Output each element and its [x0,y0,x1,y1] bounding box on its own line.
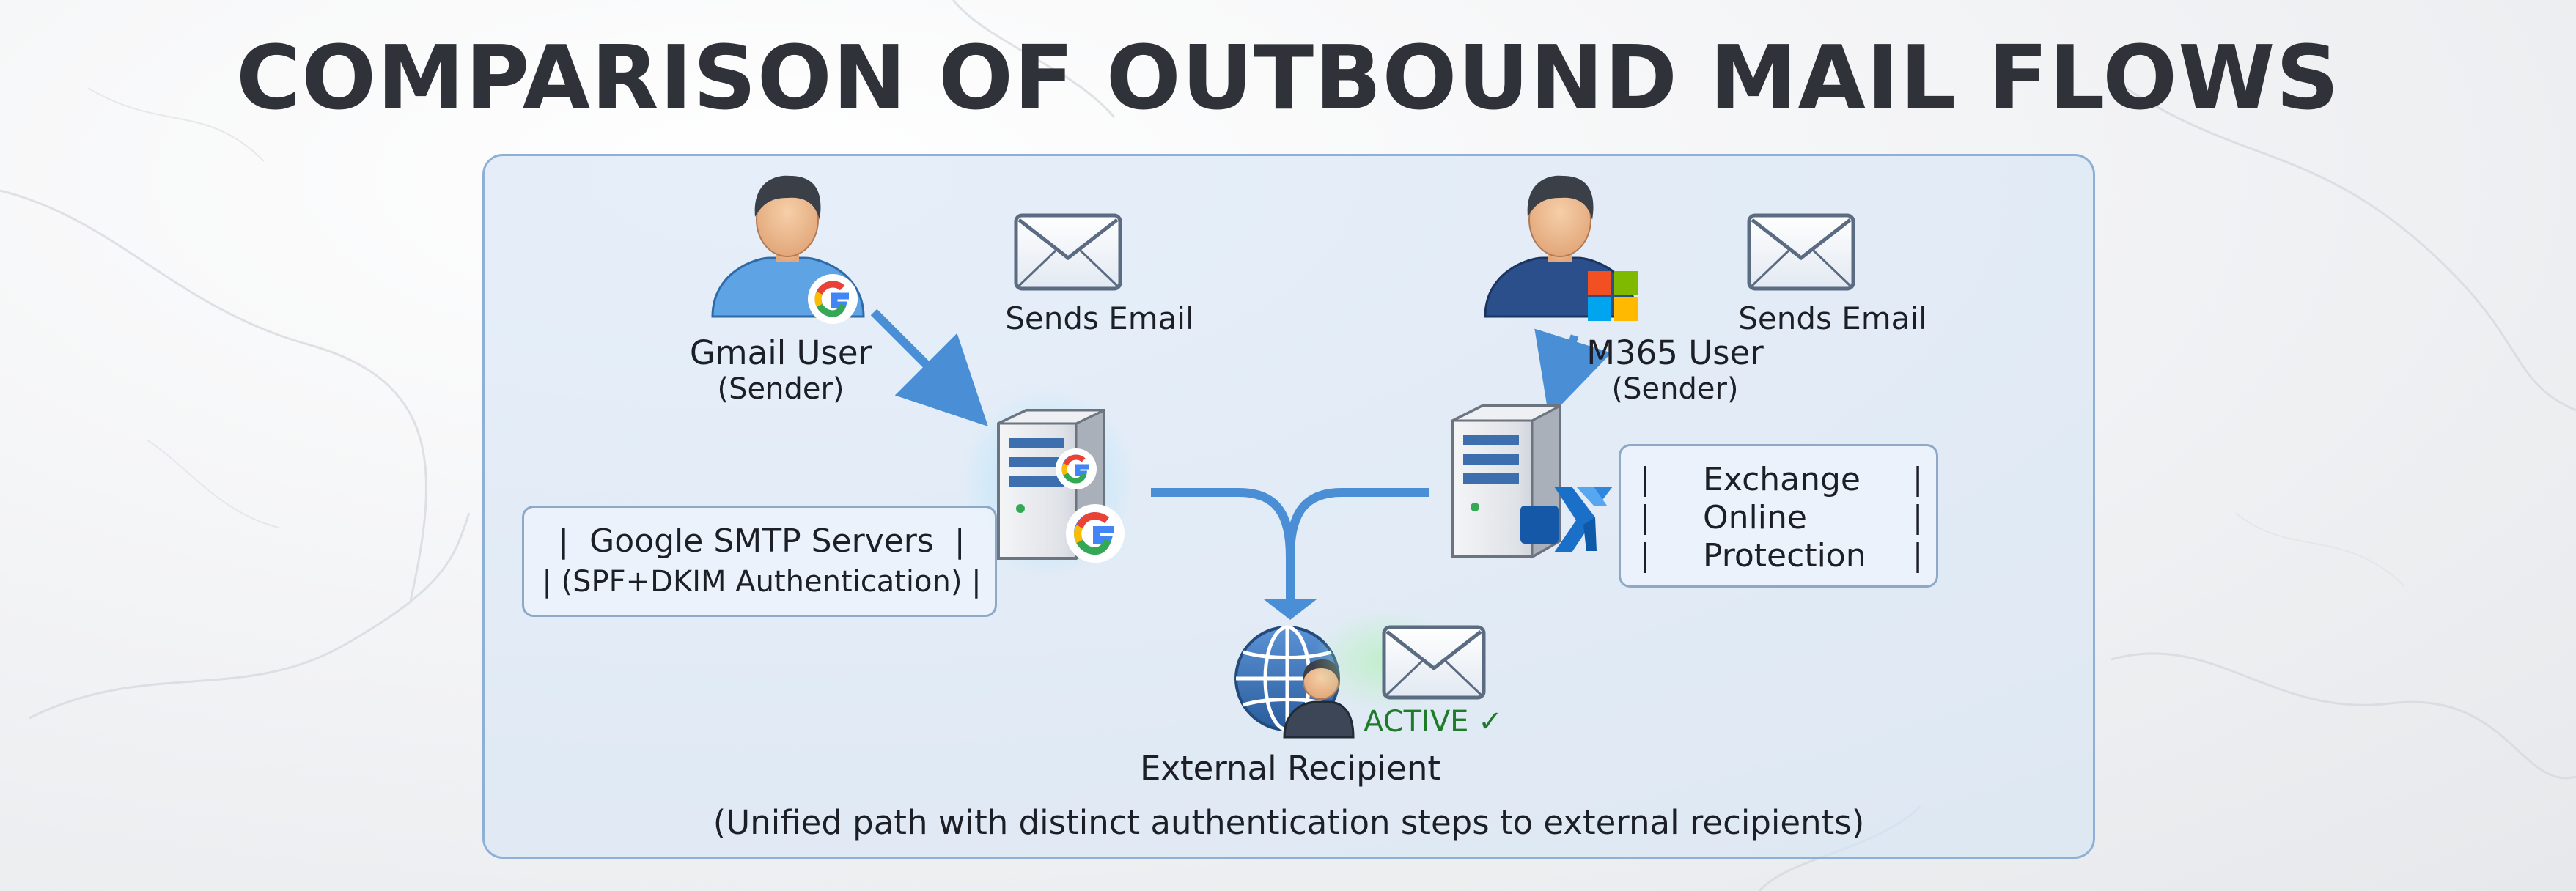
box-divider: | [962,565,982,599]
merge-arrowhead [1264,599,1317,620]
envelope-icon [1747,213,1855,291]
box-divider: | [1913,461,1924,497]
m365-user-role: (Sender) [1611,372,1739,406]
exchange-line-1: Exchange [1703,461,1861,498]
m365-user-label: M365 User [1586,333,1764,372]
envelope-icon [1014,213,1122,291]
exchange-logo-icon [1520,487,1613,552]
google-logo-icon [808,274,858,324]
flow-arrow-gmail-to-server [870,308,988,426]
box-divider: | [1640,461,1651,497]
gmail-user-label: Gmail User [689,333,872,372]
envelope-icon [1312,610,1486,712]
flow-path-google [1151,488,1295,607]
caption: (Unified path with distinct authenticati… [713,803,1865,842]
external-recipient-label: External Recipient [1139,749,1441,788]
page-title: COMPARISON OF OUTBOUND MAIL FLOWS [236,28,2340,130]
box-divider: | [558,522,590,560]
left-sends-email-label: Sends Email [1005,300,1194,336]
google-smtp-box: | Google SMTP Servers | | (SPF+DKIM Auth… [522,506,997,617]
google-logo-icon [1066,504,1125,563]
box-divider: | [1913,537,1924,573]
google-logo-icon [1056,448,1097,489]
active-status-text: ACTIVE [1364,705,1469,739]
flow-path-exchange [1286,488,1429,558]
active-status: ACTIVE ✓ [1364,705,1503,739]
box-divider: | [1913,499,1924,535]
right-sends-email-label: Sends Email [1738,300,1927,336]
microsoft-logo-icon [1588,271,1638,321]
box-divider: | [933,522,965,560]
box-divider: | [1640,537,1651,573]
box-divider: | [542,565,562,599]
google-smtp-title: Google SMTP Servers [589,522,934,560]
box-divider: | [1640,499,1651,535]
exchange-protection-box: | | Exchange | | Online | | Protection [1619,444,1938,588]
exchange-line-3: Protection [1703,537,1866,574]
google-smtp-auth: (SPF+DKIM Authentication) [561,565,963,599]
gmail-user-role: (Sender) [717,372,844,406]
check-icon: ✓ [1478,705,1503,739]
exchange-line-2: Online [1703,499,1807,536]
flow-arrow-m365-to-server [1534,328,1612,418]
m365-user-avatar-icon [1484,175,1638,318]
